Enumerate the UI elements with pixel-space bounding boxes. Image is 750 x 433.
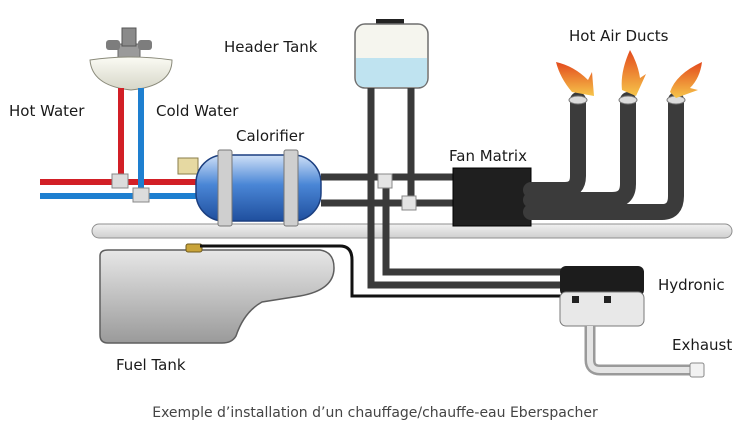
exhaust-pipe: [584, 326, 705, 378]
label-hot-air-ducts: Hot Air Ducts: [569, 27, 669, 45]
flame-icon: [621, 50, 646, 96]
floor-plank: [91, 223, 733, 239]
calorifier: [177, 149, 322, 227]
coolant-pipes: [321, 88, 565, 289]
hot-air-flame-icons: [556, 50, 702, 98]
label-fan-matrix: Fan Matrix: [449, 147, 527, 165]
label-hot-water: Hot Water: [9, 102, 85, 120]
fan-matrix: [452, 167, 532, 227]
label-header-tank: Header Tank: [224, 38, 318, 56]
flame-icon: [670, 62, 702, 98]
label-fuel-tank: Fuel Tank: [116, 356, 186, 374]
fuel-tank: [99, 243, 335, 344]
header-tank: [354, 19, 429, 89]
label-exhaust: Exhaust: [672, 336, 732, 354]
hydronic-heater: [559, 266, 645, 327]
sink: [89, 27, 173, 91]
label-hydronic: Hydronic: [658, 276, 725, 294]
label-calorifier: Calorifier: [236, 127, 305, 145]
coolant-fittings: [377, 173, 417, 211]
flame-icon: [556, 62, 594, 96]
caption: Exemple d’installation d’un chauffage/ch…: [152, 405, 598, 421]
fuel-line: [200, 244, 565, 298]
duct-outlets: [568, 95, 686, 105]
label-cold-water: Cold Water: [156, 102, 239, 120]
hot-air-ducts: [523, 92, 684, 220]
pipe-tee-fittings: [111, 173, 150, 203]
